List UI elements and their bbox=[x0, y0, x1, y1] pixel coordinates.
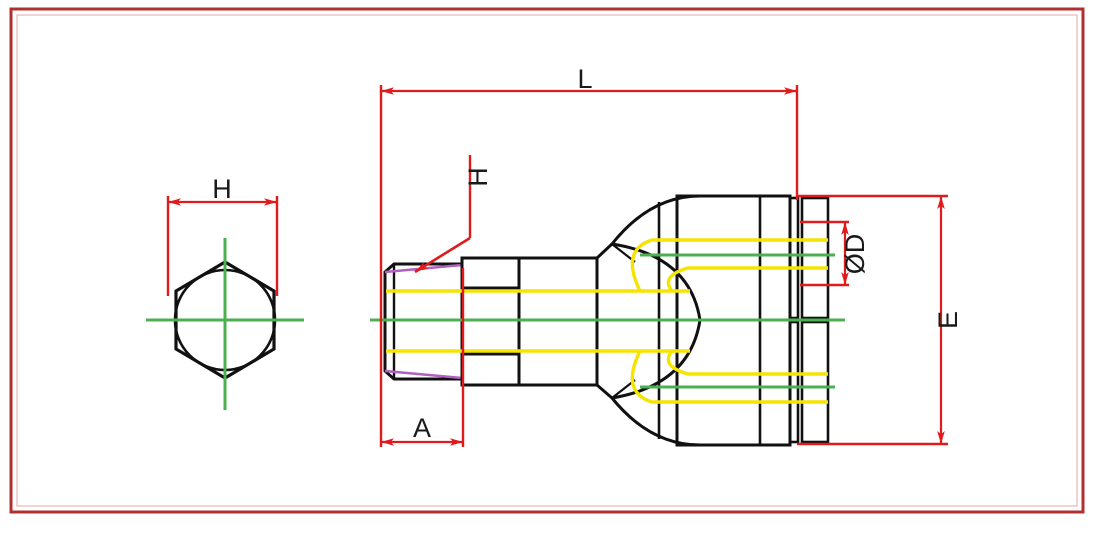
side-view-centerlines bbox=[370, 253, 845, 389]
collar-band-b-lower bbox=[800, 320, 830, 444]
dim-E-label: E bbox=[933, 311, 963, 329]
dimension-H: H bbox=[166, 174, 279, 296]
dimension-H-leader: H bbox=[414, 155, 493, 274]
dim-A-label: A bbox=[413, 413, 431, 443]
thread-crest-bottom bbox=[384, 369, 463, 380]
dim-H-leader-slant bbox=[414, 236, 471, 274]
dimension-A: A bbox=[381, 268, 465, 447]
collar-band-b-upper bbox=[800, 196, 830, 320]
dim-L-label: L bbox=[577, 64, 592, 94]
bore-upper-inner bbox=[666, 266, 828, 293]
bore-lower-inner bbox=[666, 349, 828, 376]
dimension-L: L bbox=[379, 64, 799, 447]
dim-H-label: H bbox=[212, 174, 232, 204]
drawing-border-frame bbox=[9, 7, 1085, 514]
internal-bore-lines bbox=[386, 238, 828, 404]
end-view-hexagon bbox=[146, 238, 304, 410]
collar-band-a-lower bbox=[788, 320, 800, 444]
dimension-OD: ØD bbox=[800, 220, 870, 287]
release-collar bbox=[788, 196, 830, 444]
border-rect-inner bbox=[16, 14, 1078, 507]
collar-band-a-upper bbox=[788, 196, 800, 320]
dim-OD-label: ØD bbox=[840, 234, 870, 275]
side-view-fitting bbox=[370, 194, 845, 447]
bore-lower-outer bbox=[630, 350, 828, 404]
dimension-E: E bbox=[797, 194, 963, 446]
branch-upper-sweep bbox=[595, 194, 701, 260]
dim-H-leader-label: H bbox=[463, 167, 493, 187]
border-rect-outer bbox=[9, 7, 1085, 514]
branch-lower-sweep bbox=[596, 383, 701, 447]
bore-upper-outer bbox=[630, 238, 828, 292]
